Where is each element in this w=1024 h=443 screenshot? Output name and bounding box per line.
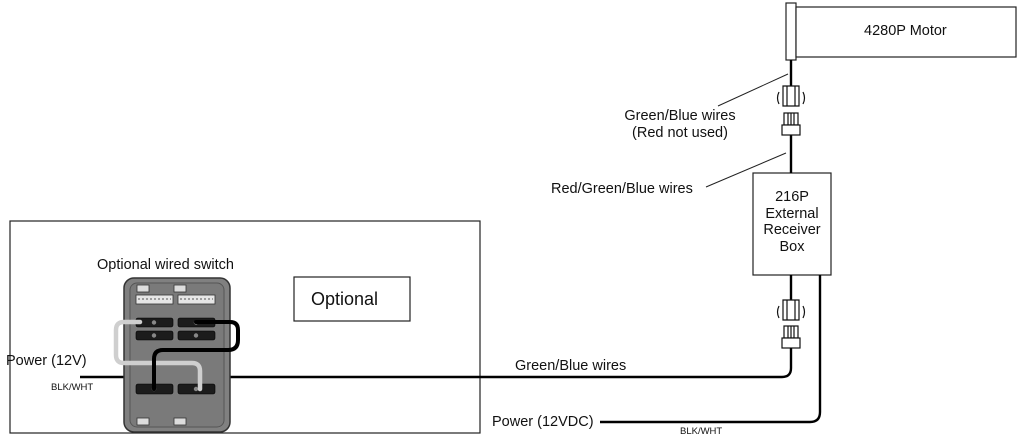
rocker-switch: [113, 277, 240, 433]
receiver-line-2: External: [765, 205, 819, 222]
power-12vdc-label: Power (12VDC): [492, 414, 594, 430]
motor-wires-line-2: (Red not used): [632, 124, 728, 141]
blk-wht-bottom-label: BLK/WHT: [680, 426, 723, 437]
power-12v-label: Power (12V): [6, 353, 87, 369]
power-12vdc-wire: [600, 275, 822, 424]
motor-box: [795, 6, 1017, 58]
motor-wires-label: Green/Blue wires (Red not used): [612, 108, 748, 141]
switch-title: Optional wired switch: [97, 257, 234, 273]
receiver-line-4: Box: [779, 239, 805, 256]
receiver-line-3: Receiver: [763, 222, 821, 239]
connector-top: [776, 85, 806, 136]
optional-label: Optional: [311, 289, 379, 309]
motor-end-cap: [785, 2, 797, 61]
receiver-box: [752, 172, 832, 276]
optional-section-frame: [9, 220, 481, 434]
connector-bottom: [776, 299, 806, 349]
receiver-line-1: 216P: [775, 189, 809, 205]
motor-wires-line-1: Green/Blue wires: [624, 108, 736, 124]
switch-wires-label: Green/Blue wires: [515, 358, 627, 374]
green-blue-wire-to-switch: [230, 348, 793, 379]
leader-lines: [705, 73, 789, 188]
motor-label: 4280P Motor: [864, 23, 947, 39]
optional-label-box: [293, 276, 411, 322]
receiver-wires-label: Red/Green/Blue wires: [551, 181, 693, 197]
blk-wht-left-label: BLK/WHT: [51, 382, 94, 393]
receiver-box-label: 216P External Receiver Box: [753, 189, 831, 256]
